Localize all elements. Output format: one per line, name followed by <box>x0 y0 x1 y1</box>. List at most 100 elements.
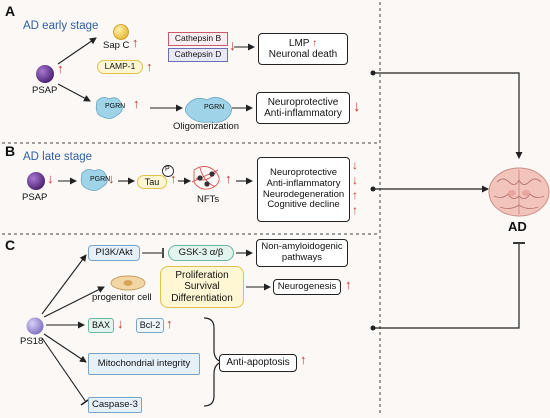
psap-molecule-b <box>27 172 45 190</box>
connector-b-dot <box>370 186 376 192</box>
panel-b-title: AD late stage <box>23 151 93 163</box>
cathepsin-d-box: Cathepsin D <box>168 48 228 62</box>
tau-phosphate <box>162 165 174 177</box>
anti-apoptosis-up-arrow: ↑ <box>300 352 307 367</box>
psap-a-up-arrow: ↑ <box>57 61 64 76</box>
arrow-psap-to-pgrn <box>57 83 91 102</box>
differentiation-label: Differentiation <box>171 292 233 304</box>
connector-a-dot <box>370 70 376 76</box>
arrow-ps18-mito <box>43 333 87 363</box>
pi3k-label: PI3K/Akt <box>95 246 133 258</box>
lamp1-up-arrow: ↑ <box>146 59 153 74</box>
cathepsin-b-box: Cathepsin B <box>168 32 228 46</box>
caspase3-label: Caspase-3 <box>92 398 138 410</box>
bax-box: BAX <box>88 318 114 333</box>
bax-down-arrow: ↓ <box>117 316 124 331</box>
ps18-label: PS18 <box>20 336 44 347</box>
bcl2-label: Bcl-2 <box>139 320 161 331</box>
lamp1-box: LAMP-1 <box>97 60 143 74</box>
lamp1-label: LAMP-1 <box>104 61 136 72</box>
neuroprotective-a-down-arrow: ↓ <box>353 98 361 115</box>
nfts-tangle <box>191 166 220 190</box>
nfts-up-arrow: ↑ <box>225 171 232 186</box>
tau-up-arrow: ↑ <box>170 171 177 186</box>
pgrn-oligomer <box>185 97 232 123</box>
phosphate-label: P <box>165 166 170 173</box>
non-amyloid-label: Non-amyloidogenic pathways <box>261 241 343 263</box>
ps18-molecule <box>26 317 44 335</box>
bcl2-up-arrow: ↑ <box>166 316 173 331</box>
panel-c-letter: C <box>5 237 16 253</box>
gsk3-label: GSK-3 α/β <box>178 246 224 258</box>
pi3k-box: PI3K/Akt <box>88 245 140 261</box>
connector-c-to-ad <box>374 244 520 329</box>
anti-apoptosis-label: Anti-apoptosis <box>226 357 290 369</box>
neurogenesis-box: Neurogenesis <box>273 279 341 295</box>
neuronal-death-label: Neuronal death <box>268 49 338 60</box>
neurogenesis-label: Neurogenesis <box>277 280 337 292</box>
non-amyloid-box: Non-amyloidogenic pathways <box>256 239 348 267</box>
psap-label-b: PSAP <box>22 192 48 203</box>
sap-c-up-arrow: ↑ <box>132 35 139 50</box>
panel-a-title: AD early stage <box>23 20 99 32</box>
brain-illustration <box>488 167 550 217</box>
cathepsin-d-label: Cathepsin D <box>174 49 222 60</box>
panel-a-letter: A <box>5 3 16 19</box>
psap-b-down-arrow: ↓ <box>47 171 54 186</box>
pgrn-b-down-arrow: ↓ <box>108 171 115 186</box>
ad-label: AD <box>508 219 527 234</box>
neurogenesis-up-arrow: ↑ <box>345 277 352 292</box>
pgrn-oligomer-label: PGRN <box>204 104 225 111</box>
panel-b-letter: B <box>5 143 16 159</box>
anti-inflammatory-label-a: Anti-inflammatory <box>264 108 342 119</box>
cognitive-decline-label: Cognitive decline <box>267 199 340 211</box>
arrow-ps18-pi3k <box>41 254 87 315</box>
proliferation-label: Proliferation <box>175 269 229 281</box>
connector-c-dot <box>370 325 376 331</box>
nfts-label: NFTs <box>197 194 220 205</box>
mito-label: Mitochondrial integrity <box>97 357 191 369</box>
neuroprotective-label-b: Neuroprotective <box>269 166 338 178</box>
mito-box: Mitochondrial integrity <box>88 353 200 375</box>
psap-label-a: PSAP <box>32 85 58 96</box>
survival-label: Survival <box>184 281 220 293</box>
connector-a-to-ad <box>374 72 523 159</box>
lmp-label: LMP <box>288 37 310 49</box>
pgrn-label-a: PGRN <box>105 103 126 110</box>
sap-c-molecule <box>113 24 129 40</box>
psap-molecule-a <box>36 65 54 83</box>
bcl2-box: Bcl-2 <box>136 318 164 333</box>
pgrn-a-up-arrow: ↑ <box>133 96 140 111</box>
inhibit-ps18-caspase <box>41 337 87 403</box>
gsk3-box: GSK-3 α/β <box>168 245 234 261</box>
proliferation-box: Proliferation Survival Differentiation <box>160 266 244 308</box>
lmp-line: LMP ↑ <box>289 38 317 50</box>
anti-inflammatory-label-b: Anti-inflammatory <box>266 177 341 189</box>
neuroprotective-b-down-arrow: ↓ <box>352 158 358 172</box>
arrow-psap-to-sapc <box>57 37 97 65</box>
tau-box: Tau <box>137 175 167 189</box>
bax-label: BAX <box>91 320 110 331</box>
pgrn-blob-b <box>80 169 108 191</box>
neuroprotective-label-a: Neuroprotective <box>267 96 339 108</box>
late-outcomes-box: Neuroprotective Anti-inflammatory Neurod… <box>257 157 350 222</box>
sap-c-label: Sap C <box>103 40 130 51</box>
caspase3-box: Caspase-3 <box>88 397 142 413</box>
pgrn-label-b: PGRN <box>90 176 111 183</box>
lmp-up-arrow: ↑ <box>312 37 318 49</box>
anti-inflammatory-b-down-arrow: ↓ <box>352 173 358 187</box>
lmp-outcome-box: LMP ↑ Neuronal death <box>258 33 348 65</box>
cognitive-decline-up-arrow: ↑ <box>352 203 358 217</box>
progenitor-nucleus <box>123 280 133 286</box>
neurodegeneration-label: Neurodegeneration <box>262 188 345 200</box>
cathepsin-b-label: Cathepsin B <box>174 33 222 44</box>
neurodegeneration-up-arrow: ↑ <box>352 188 358 202</box>
anti-apoptosis-box: Anti-apoptosis <box>219 354 297 372</box>
oligomerization-label: Oligomerization <box>173 121 239 132</box>
pgrn-blob-a <box>95 97 123 119</box>
neuroprotective-box-a: Neuroprotective Anti-inflammatory <box>256 92 350 124</box>
progenitor-label: progenitor cell <box>92 292 152 303</box>
cathepsin-down-arrow: ↓ <box>229 37 236 53</box>
